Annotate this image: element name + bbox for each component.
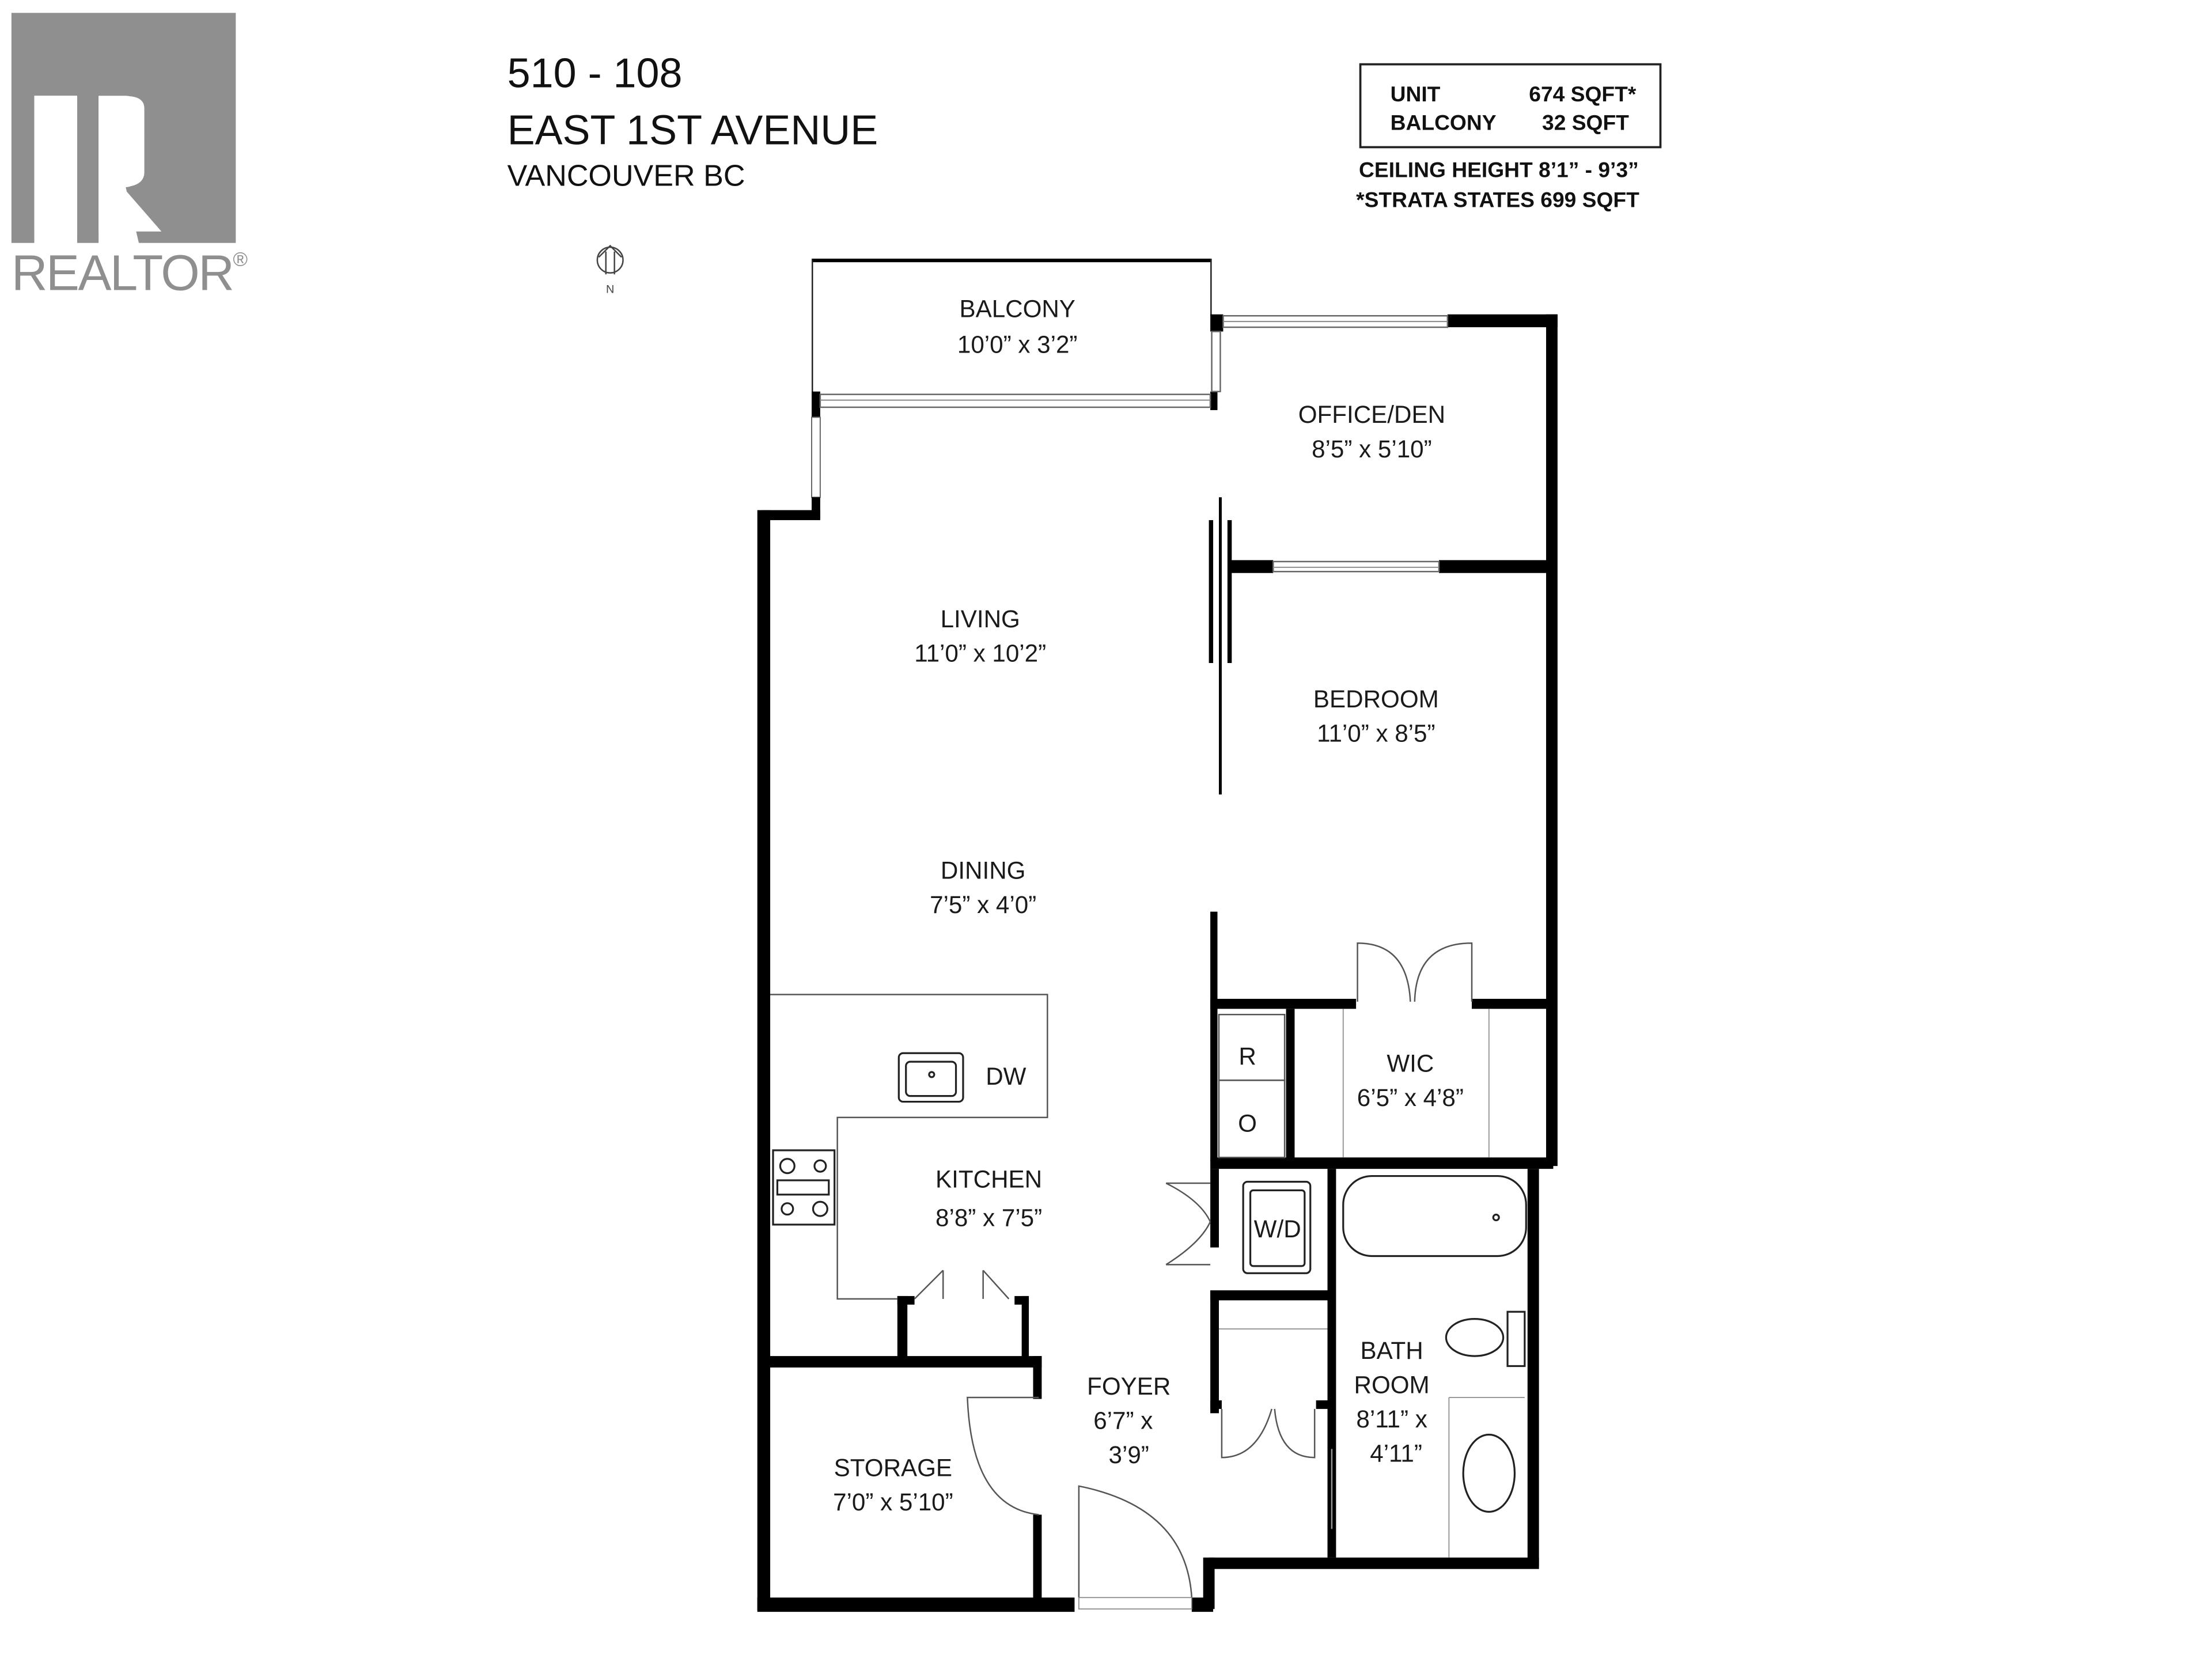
- washer-dryer-icon: [1242, 1180, 1312, 1274]
- living-name: LIVING: [941, 605, 1020, 632]
- foyer-dims-1: 6’7” x: [1093, 1407, 1153, 1434]
- sink-icon: [897, 1052, 964, 1103]
- wic-dims: 6’5” x 4’8”: [1357, 1084, 1464, 1111]
- stove-icon: [772, 1149, 836, 1226]
- area-summary-box: UNIT 674 SQFT* BALCONY 32 SQFT CEILING H…: [1356, 63, 1662, 212]
- kitchen-name: KITCHEN: [935, 1165, 1042, 1192]
- unit-number: 510 - 108: [507, 50, 683, 96]
- kitchen-counters: DW: [770, 994, 1048, 1300]
- washer-dryer-label: W/D: [1254, 1215, 1301, 1243]
- office-dims: 8’5” x 5’10”: [1312, 435, 1432, 463]
- office-name: OFFICE/DEN: [1298, 401, 1445, 428]
- city: VANCOUVER BC: [507, 159, 745, 192]
- toilet-icon: [1445, 1318, 1505, 1357]
- living-dims: 11’0” x 10’2”: [914, 640, 1046, 667]
- balcony-area-label: BALCONY: [1391, 111, 1497, 135]
- storage-door[interactable]: [967, 1396, 1039, 1516]
- refrigerator-label: R: [1238, 1043, 1256, 1070]
- realtor-logo: REALTOR ®: [12, 13, 248, 340]
- foyer-name: FOYER: [1087, 1373, 1171, 1400]
- walls: [757, 258, 1558, 1612]
- storage-dims: 7’0” x 5’10”: [833, 1488, 953, 1516]
- kitchen-dims: 8’8” x 7’5”: [935, 1204, 1042, 1231]
- balcony-dims: 10’0” x 3’2”: [957, 331, 1078, 358]
- storage-name: STORAGE: [834, 1454, 952, 1481]
- bathroom-dims-2: 4’11”: [1370, 1440, 1422, 1467]
- balcony-area-value: 32 SQFT: [1542, 111, 1629, 135]
- street-address: EAST 1ST AVENUE: [507, 108, 878, 154]
- bedroom-dims: 11’0” x 8’5”: [1317, 719, 1435, 747]
- entry-door[interactable]: [1078, 1485, 1193, 1598]
- room-labels: BALCONY 10’0” x 3’2” OFFICE/DEN 8’5” x 5…: [833, 296, 1464, 1516]
- bedroom-name: BEDROOM: [1313, 685, 1439, 713]
- oven-label: O: [1238, 1110, 1257, 1137]
- north-arrow-icon: N: [596, 244, 624, 296]
- bathtub-icon: [1342, 1175, 1527, 1257]
- wic-name: WIC: [1387, 1050, 1434, 1077]
- wic-doors: [1342, 942, 1490, 1158]
- laundry: [1165, 1180, 1312, 1274]
- doors[interactable]: [967, 1396, 1333, 1610]
- ceiling-height: CEILING HEIGHT 8’1” - 9’3”: [1359, 158, 1639, 182]
- dining-dims: 7’5” x 4’0”: [930, 891, 1036, 918]
- bathroom-name-2: ROOM: [1354, 1372, 1430, 1399]
- bathroom-dims-1: 8’11” x: [1356, 1406, 1427, 1433]
- balcony-name: BALCONY: [959, 296, 1075, 323]
- strata-note: *STRATA STATES 699 SQFT: [1356, 188, 1639, 212]
- bathroom-name-1: BATH: [1360, 1337, 1423, 1364]
- fridge-oven: R O: [1218, 1014, 1286, 1158]
- registered-mark: ®: [233, 248, 248, 270]
- bath-fixtures: [1218, 1175, 1527, 1558]
- bathroom-sink-icon: [1462, 1433, 1516, 1513]
- realtor-logo-text: REALTOR: [12, 245, 233, 301]
- windows: [819, 315, 1449, 573]
- dining-name: DINING: [941, 857, 1026, 884]
- unit-area-value: 674 SQFT*: [1529, 82, 1637, 106]
- north-label: N: [606, 283, 614, 296]
- foyer-dims-2: 3’9”: [1109, 1441, 1149, 1468]
- dishwasher-label: DW: [986, 1063, 1026, 1090]
- unit-area-label: UNIT: [1391, 82, 1441, 106]
